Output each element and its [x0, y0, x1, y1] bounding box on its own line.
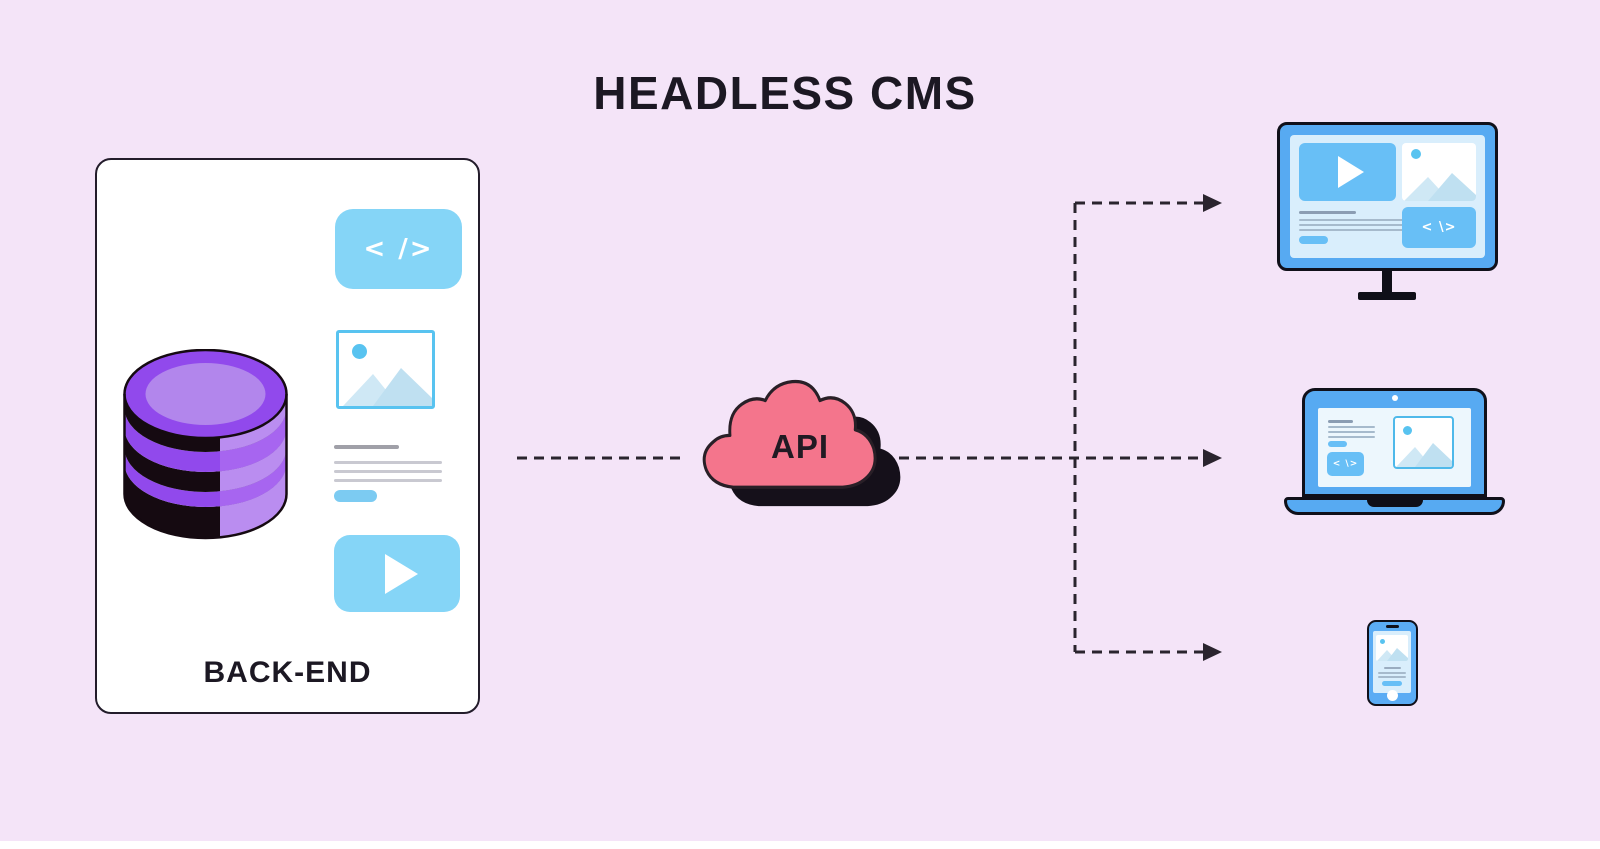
arrowhead-mobile [1203, 643, 1222, 661]
arrowhead-laptop [1203, 449, 1222, 467]
play-icon [1337, 156, 1364, 188]
code-icon: < \> [1332, 459, 1359, 469]
text-line [1299, 219, 1409, 221]
text-line-title [1299, 211, 1356, 214]
api-cloud [702, 379, 901, 507]
sun-dot-icon [352, 344, 367, 359]
backend-code-block: < /> [335, 209, 462, 289]
database-icon [123, 349, 288, 540]
monitor-code-block: < \> [1402, 207, 1476, 248]
laptop-base [1284, 497, 1505, 515]
sun-dot-icon [1380, 639, 1385, 644]
button-pill [334, 490, 377, 502]
monitor-image-placeholder [1402, 143, 1476, 201]
mountains-icon [1404, 173, 1476, 201]
arrowhead-desktop [1203, 194, 1222, 212]
bottom-edge-strip [0, 841, 1600, 849]
home-button [1387, 690, 1398, 701]
code-icon: < /> [363, 234, 434, 264]
button-pill [1382, 681, 1402, 686]
monitor-video-block [1299, 143, 1396, 201]
text-line [1328, 436, 1375, 438]
button-pill [1328, 441, 1347, 447]
laptop-screen: < \> [1318, 408, 1471, 487]
text-line [1328, 431, 1375, 433]
text-line-title [1328, 420, 1353, 423]
api-label: API [770, 428, 829, 465]
button-pill [1299, 236, 1328, 244]
backend-label: BACK-END [203, 656, 372, 689]
speaker-icon [1386, 625, 1399, 628]
laptop-image-placeholder [1393, 416, 1454, 469]
mountains-icon [1377, 648, 1408, 661]
monitor-screen: < \> [1290, 135, 1485, 258]
monitor-frame: < \> [1277, 122, 1498, 271]
text-line [1378, 676, 1406, 678]
text-line [334, 479, 442, 482]
text-line [334, 470, 442, 473]
monitor-stand-pole [1382, 271, 1392, 294]
sun-dot-icon [1411, 149, 1421, 159]
backend-card: < /> BACK-END [95, 158, 480, 714]
laptop-notch [1366, 500, 1423, 507]
text-line [334, 461, 442, 464]
text-line [1328, 426, 1375, 428]
mountains-icon [1396, 443, 1452, 467]
text-line [1299, 224, 1409, 226]
cloud-body [702, 379, 877, 489]
sun-dot-icon [1403, 426, 1412, 435]
mountains-icon [343, 368, 432, 406]
phone-image-placeholder [1376, 635, 1408, 661]
text-line-title [1384, 667, 1401, 669]
backend-video-block [334, 535, 460, 612]
backend-image-placeholder [336, 330, 435, 409]
text-line [1378, 672, 1406, 674]
laptop-screen-lid: < \> [1302, 388, 1487, 497]
laptop-code-block: < \> [1327, 452, 1364, 476]
text-line-title [334, 445, 399, 449]
monitor-stand-base [1358, 292, 1416, 300]
camera-dot-icon [1391, 395, 1398, 401]
code-icon: < \> [1421, 220, 1457, 235]
phone-screen [1373, 631, 1411, 693]
page-title: HEADLESS CMS [593, 67, 977, 119]
play-icon [384, 553, 418, 594]
smartphone [1367, 620, 1418, 706]
text-line [1299, 229, 1409, 231]
